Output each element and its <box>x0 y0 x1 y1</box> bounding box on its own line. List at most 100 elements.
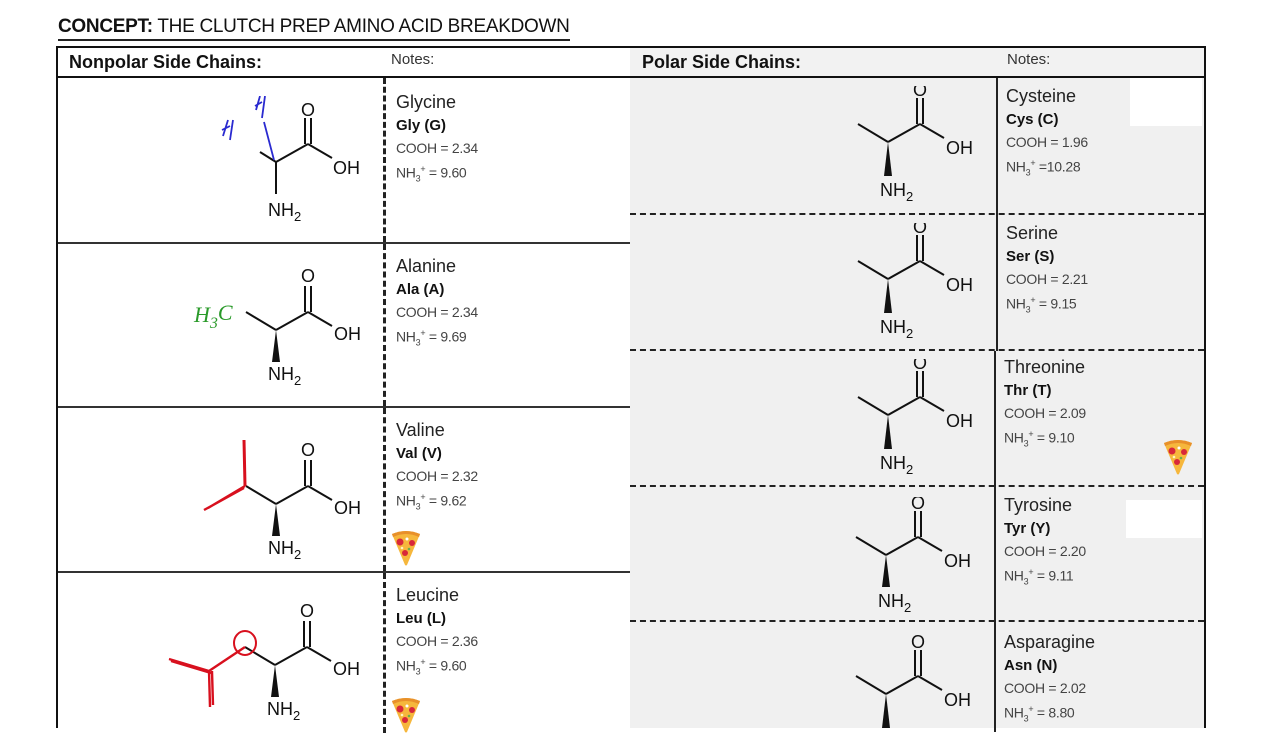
nh3-pka: 9.62 <box>440 492 467 509</box>
pka-values: COOH = 2.34 NH3+ = 9.69 <box>396 304 478 348</box>
amino-acid-row-serine: O OH NH2 Serine Ser (S) COOH = 2.21 NH3+… <box>630 215 1204 351</box>
nh3-pka: 9.15 <box>1050 295 1077 312</box>
asparagine-notes: Asparagine Asn (N) COOH = 2.02 NH3+ = 8.… <box>1004 632 1095 729</box>
amino-acid-abbr: Val (V) <box>396 445 442 462</box>
pka-values: COOH = 2.36 NH3+ = 9.60 <box>396 633 478 677</box>
cooh-pka: 1.96 <box>1061 134 1088 150</box>
pka-values: COOH = 2.32 NH3+ = 9.62 <box>396 468 478 512</box>
pka-values: COOH = 1.96 NH3+ =10.28 <box>1006 134 1088 178</box>
svg-text:NH2: NH2 <box>267 699 300 723</box>
tyrosine-structure: O OH NH2 <box>855 497 971 615</box>
amino-acid-abbr: Ala (A) <box>396 281 445 298</box>
pizza-icon <box>1162 437 1194 475</box>
notes-divider <box>383 78 386 242</box>
glycine-notes: Glycine Gly (G) COOH = 2.34 NH3+ = 9.60 <box>396 92 478 189</box>
notes-divider <box>383 408 386 571</box>
cooh-pka: 2.09 <box>1059 405 1086 421</box>
polar-panel: Polar Side Chains: Notes: O OH NH2 Cyste… <box>630 46 1206 732</box>
circled-carbon-annotation <box>233 630 257 656</box>
notes-divider <box>996 215 998 351</box>
amino-acid-abbr: Cys (C) <box>1006 111 1059 128</box>
svg-text:NH2: NH2 <box>878 591 911 615</box>
svg-text:O: O <box>301 266 315 286</box>
concept-label: CONCEPT: <box>58 16 153 37</box>
cysteine-notes: Cysteine Cys (C) COOH = 1.96 NH3+ =10.28 <box>1006 86 1088 183</box>
svg-text:NH2: NH2 <box>268 364 301 388</box>
pizza-icon <box>390 528 422 566</box>
nh3-pka: 9.69 <box>440 328 467 345</box>
amino-acid-row-tyrosine: O OH NH2 Tyrosine Tyr (Y) COOH = 2.20 NH… <box>630 487 1204 622</box>
cooh-pka: 2.20 <box>1059 543 1086 559</box>
nh3-pka: 10.28 <box>1046 158 1081 175</box>
notes-divider <box>994 622 996 732</box>
isopropyl-annotation <box>242 439 247 487</box>
svg-text:O: O <box>913 223 927 237</box>
glycine-structure: O OH NH2 <box>221 96 360 224</box>
blank-patch <box>1126 500 1202 538</box>
asparagine-structure: O OH <box>855 632 971 728</box>
svg-text:OH: OH <box>946 411 973 431</box>
svg-text:O: O <box>913 359 927 373</box>
svg-text:OH: OH <box>944 690 971 710</box>
cooh-pka: 2.36 <box>451 633 478 649</box>
amino-acid-name: Cysteine <box>1006 86 1077 106</box>
nonpolar-header-title: Nonpolar Side Chains: <box>69 52 263 72</box>
valine-notes: Valine Val (V) COOH = 2.32 NH3+ = 9.62 <box>396 420 478 517</box>
svg-text:NH2: NH2 <box>880 453 913 477</box>
nonpolar-notes-label: Notes: <box>391 51 435 68</box>
amino-acid-name: Leucine <box>396 585 460 605</box>
amino-acid-row-valine: O OH NH2 Valine Val (V) COOH = 2.32 NH3+… <box>58 408 632 573</box>
pka-values: COOH = 2.21 NH3+ = 9.15 <box>1006 271 1088 315</box>
svg-text:OH: OH <box>333 659 360 679</box>
concept-title: THE CLUTCH PREP AMINO ACID BREAKDOWN <box>157 16 570 37</box>
row-divider <box>630 213 1204 215</box>
polar-header-title: Polar Side Chains: <box>642 52 802 72</box>
polar-header: Polar Side Chains: Notes: <box>630 48 1204 78</box>
oxygen-label: O <box>301 100 315 120</box>
nonpolar-header: Nonpolar Side Chains: Notes: <box>58 48 632 78</box>
serine-structure: O OH NH2 <box>857 223 973 341</box>
amino-acid-row-asparagine: O OH Asparagine Asn (N) COOH = 2.02 NH3+… <box>630 622 1204 732</box>
nh3-pka: 9.60 <box>440 657 467 674</box>
svg-text:O: O <box>300 601 314 621</box>
isobutyl-annotation <box>168 646 246 708</box>
pka-values: COOH = 2.20 NH3+ = 9.11 <box>1004 543 1086 587</box>
amino-acid-row-threonine: O OH NH2 Threonine Thr (T) COOH = 2.09 N… <box>630 351 1204 487</box>
amino-acid-abbr: Leu (L) <box>396 610 446 627</box>
svg-text:NH2: NH2 <box>268 200 301 224</box>
notes-divider <box>383 573 386 733</box>
amino-acid-abbr: Gly (G) <box>396 117 447 134</box>
nh3-pka: 9.10 <box>1048 429 1075 446</box>
svg-text:OH: OH <box>334 324 361 344</box>
svg-text:NH2: NH2 <box>880 180 913 204</box>
svg-text:NH2: NH2 <box>268 538 301 562</box>
notes-divider <box>994 351 996 487</box>
threonine-structure: O OH NH2 <box>857 359 973 477</box>
amino-acid-name: Alanine <box>396 256 457 276</box>
amino-acid-abbr: Tyr (Y) <box>1004 520 1051 537</box>
amino-acid-abbr: Thr (T) <box>1004 382 1052 399</box>
amino-acid-row-leucine: O OH NH2 Leucine Leu (L) COOH = 2.36 NH3… <box>58 573 632 733</box>
leucine-structure: O OH NH2 <box>168 601 360 723</box>
amino-acid-row-alanine: O OH NH2 H3C Alanine Ala (A) COOH = 2.34… <box>58 244 632 408</box>
amino-acid-row-cysteine: O OH NH2 Cysteine Cys (C) COOH = 1.96 NH… <box>630 78 1204 215</box>
pka-values: COOH = 2.34 NH3+ = 9.60 <box>396 140 478 184</box>
leucine-notes: Leucine Leu (L) COOH = 2.36 NH3+ = 9.60 <box>396 585 478 682</box>
notes-divider <box>383 244 386 406</box>
row-divider <box>630 349 1204 351</box>
amino-acid-name: Glycine <box>396 92 457 112</box>
alanine-notes: Alanine Ala (A) COOH = 2.34 NH3+ = 9.69 <box>396 256 478 353</box>
nh3-pka: 9.60 <box>440 164 467 181</box>
pka-values: COOH = 2.02 NH3+ = 8.80 <box>1004 680 1086 724</box>
tyrosine-notes: Tyrosine Tyr (Y) COOH = 2.20 NH3+ = 9.11 <box>1004 495 1086 592</box>
svg-text:OH: OH <box>333 158 360 178</box>
pka-values: COOH = 2.09 NH3+ = 9.10 <box>1004 405 1086 449</box>
amino-acid-name: Asparagine <box>1004 632 1096 652</box>
svg-text:OH: OH <box>946 275 973 295</box>
cooh-pka: 2.32 <box>451 468 478 484</box>
cooh-pka: 2.34 <box>451 140 478 156</box>
cooh-pka: 2.34 <box>451 304 478 320</box>
threonine-notes: Threonine Thr (T) COOH = 2.09 NH3+ = 9.1… <box>1004 357 1086 454</box>
svg-text:OH: OH <box>334 498 361 518</box>
svg-text:O: O <box>911 632 925 652</box>
